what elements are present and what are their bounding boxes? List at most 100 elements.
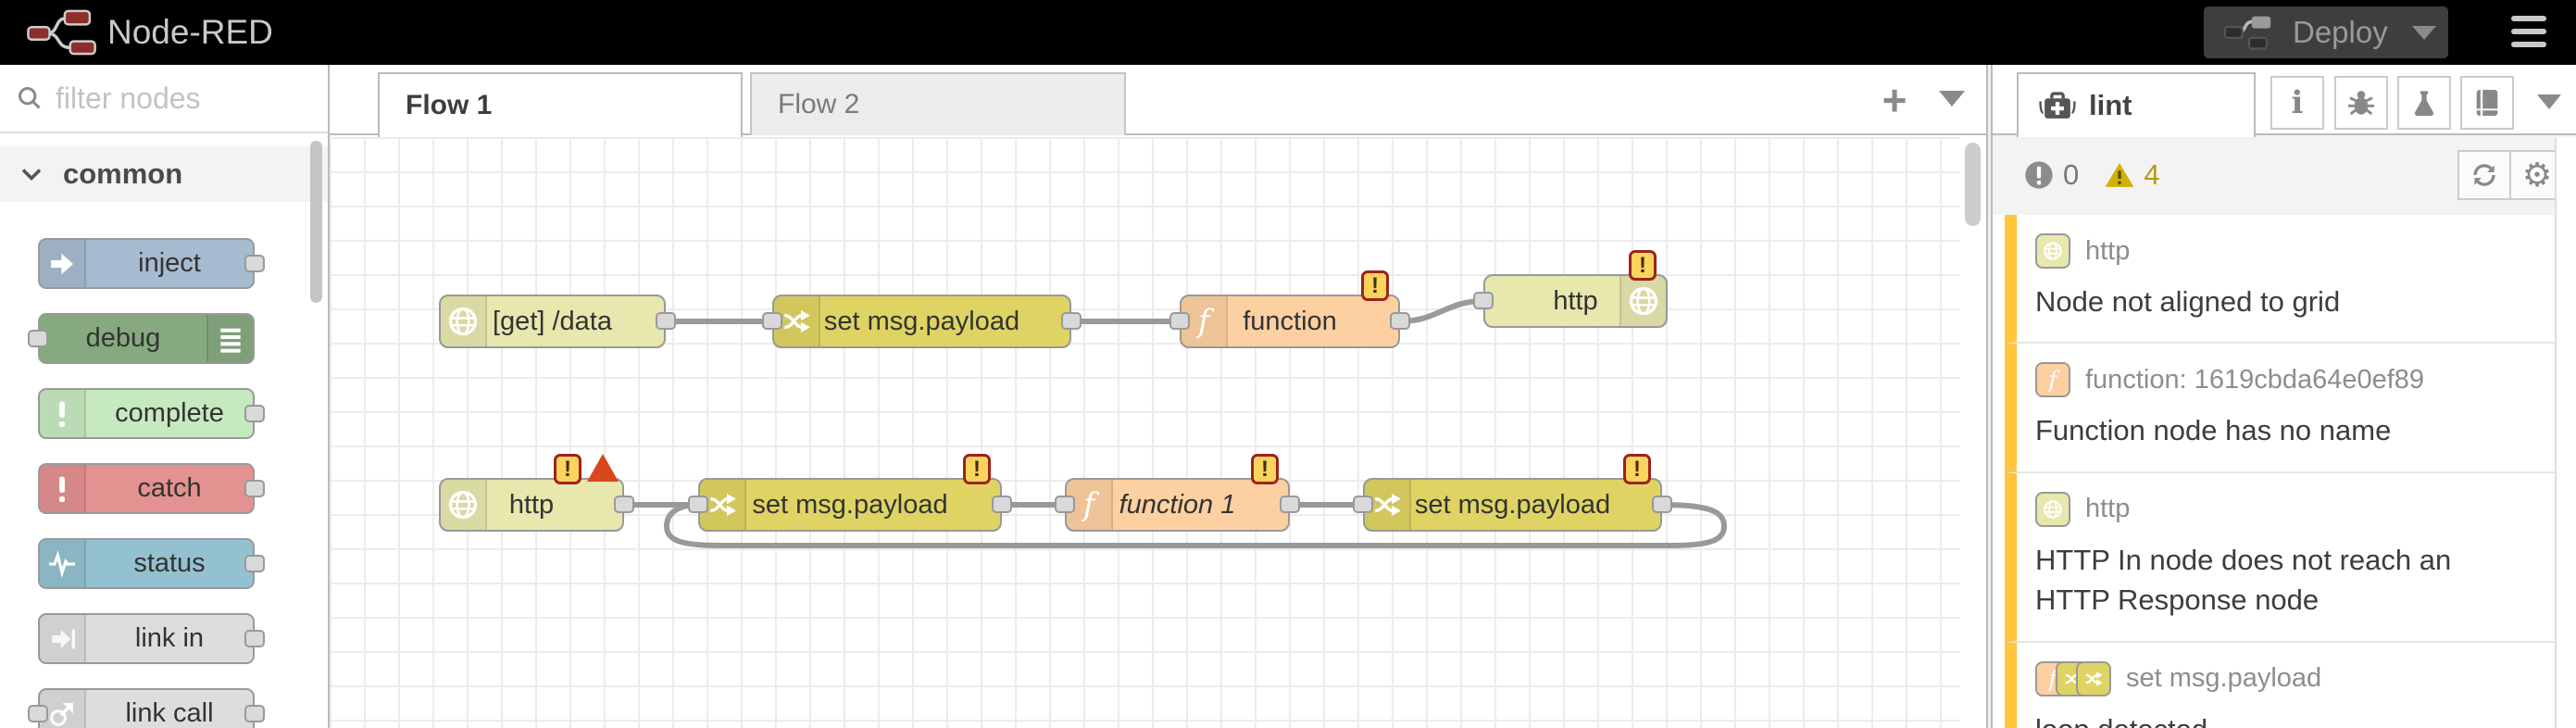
palette-node-complete[interactable]: complete [38,388,265,439]
output-port[interactable] [1061,312,1082,330]
input-port[interactable] [28,704,48,722]
wire[interactable] [663,502,1728,548]
filter-nodes-input[interactable] [56,81,306,116]
palette-node-inject[interactable]: inject [38,238,265,289]
tab-flow-2[interactable]: Flow 2 [750,72,1126,135]
output-port[interactable] [244,254,265,272]
lint-issue-node-label: set msg.payload [2126,663,2322,694]
node-icon-region [206,315,253,362]
error-count: 0 [2063,158,2080,191]
output-port[interactable] [244,554,265,572]
wire[interactable] [1397,298,1486,324]
sidebar-tab-info[interactable]: i [2270,76,2324,130]
palette-node-link-call[interactable]: link call [28,688,265,728]
deploy-caret-icon[interactable] [2411,25,2436,40]
canvas-vertical-scrollbar-thumb[interactable] [1965,143,1981,226]
sidebar-tab-label: lint [2089,89,2132,121]
palette-scrollbar-thumb[interactable] [310,141,322,303]
flow-node-set-msg-payload[interactable]: set msg.payload! [688,454,1012,532]
lint-refresh-button[interactable] [2457,150,2511,200]
flask-icon [2414,91,2434,117]
node-type-chip: f [2035,362,2070,398]
node-icon-region [700,480,746,530]
palette-node-catch[interactable]: catch [38,463,265,514]
lint-issue-node-label: http [2085,494,2131,524]
sidebar-tab-test[interactable] [2397,76,2451,130]
canvas-grid [330,137,1960,728]
globe-icon [448,490,478,520]
change-shuffle-icon [709,493,736,517]
output-port[interactable] [1390,312,1410,330]
output-port[interactable] [614,496,634,513]
palette-category-common[interactable]: common [0,146,328,202]
lint-issue-node-row: http [2035,491,2527,527]
globe-icon [448,307,478,336]
menu-icon[interactable] [2511,16,2546,55]
palette: common inject debug complete catch status lin… [0,65,330,728]
header: Node-RED Deploy [0,0,2576,65]
link-in-icon [52,628,75,649]
flow-node-label: function [1243,306,1337,336]
output-port[interactable] [1280,496,1300,513]
input-port[interactable] [28,329,48,347]
warning-badge-icon: ! [1251,454,1279,484]
flow-node-set-msg-payload[interactable]: set msg.payload [762,295,1082,348]
add-flow-button[interactable]: + [1882,76,1907,124]
flow-node--get-data[interactable]: [get] /data [439,295,676,348]
deploy-button[interactable]: Deploy [2204,6,2448,58]
exclamation-icon [59,401,65,427]
sidebar-tab-lint[interactable]: lint [2017,72,2256,137]
palette-node-label: complete [115,398,224,428]
flow-node-http[interactable]: http! [1473,250,1668,328]
warning-badge-icon: ! [963,454,991,484]
input-port[interactable] [1169,312,1190,330]
node-icon-region [40,615,86,662]
flow-node-http[interactable]: http! [439,454,634,532]
sidebar-tabs-caret-icon[interactable] [2537,94,2561,109]
flow-node-label: set msg.payload [752,489,948,520]
function-icon: f [2048,665,2057,692]
sidebar-resize-handle[interactable] [1986,65,1993,728]
output-port[interactable] [244,704,265,722]
tab-flow-1[interactable]: Flow 1 [378,72,743,137]
output-port[interactable] [244,404,265,422]
input-port[interactable] [762,312,782,330]
sidebar-tab-help[interactable] [2460,76,2514,130]
output-port[interactable] [244,629,265,647]
flow-node-set-msg-payload[interactable]: set msg.payload! [1353,454,1672,532]
palette-node-status[interactable]: status [38,538,265,589]
warning-badge-icon: ! [554,454,581,484]
output-port[interactable] [244,479,265,497]
lint-tools: ⚙ [2457,150,2565,200]
palette-node-link-in[interactable]: link in [38,613,265,664]
sidebar: lint i [1993,65,2576,728]
flow-list-caret-icon[interactable] [1939,91,1965,107]
palette-node-debug[interactable]: debug [28,313,255,364]
output-port[interactable] [1652,496,1672,513]
output-port[interactable] [992,496,1012,513]
input-port[interactable] [1353,496,1373,513]
lint-issue-node-row: http [2035,233,2527,269]
input-port[interactable] [688,496,708,513]
input-port[interactable] [1055,496,1075,513]
node-type-chip [2035,491,2070,527]
output-port[interactable] [656,312,676,330]
node-icon-region [40,240,86,287]
flow-node-label: set msg.payload [823,306,1020,336]
lint-issue-message: Node not aligned to grid [2035,285,2341,318]
deploy-nodes-icon [2223,16,2271,50]
globe-icon [2044,499,2062,519]
globe-icon [1629,286,1658,316]
sidebar-tab-debug[interactable] [2334,76,2388,130]
input-port[interactable] [1473,292,1494,309]
